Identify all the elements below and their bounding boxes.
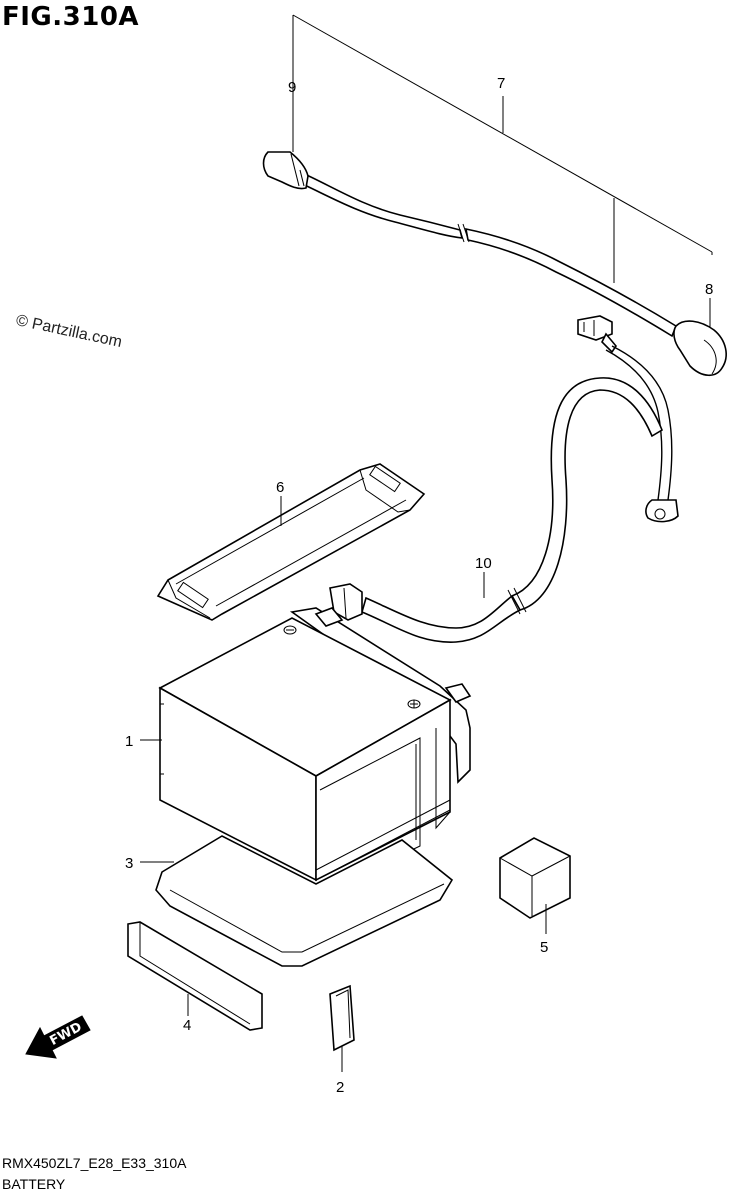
- callout-10: 10: [475, 555, 492, 572]
- cushion-5[interactable]: [499, 837, 571, 919]
- spacer-4[interactable]: [127, 921, 263, 1031]
- callout-3: 3: [125, 855, 133, 872]
- callout-1: 1: [125, 733, 133, 750]
- callout-leaders: [140, 496, 547, 1072]
- callout-2: 2: [336, 1079, 344, 1096]
- cable-10[interactable]: [329, 315, 679, 643]
- figure-title: FIG.310A: [2, 2, 140, 32]
- callout-5: 5: [540, 939, 548, 956]
- diagram-code: RMX450ZL7_E28_E33_310A: [2, 1155, 187, 1171]
- terminal-boot-8[interactable]: [673, 320, 727, 377]
- battery-1[interactable]: [158, 607, 472, 895]
- terminal-boot-9[interactable]: [262, 151, 309, 190]
- battery-pad-3[interactable]: [155, 835, 454, 967]
- diagram-name: BATTERY: [2, 1176, 66, 1192]
- callout-7-bracket: [292, 14, 713, 330]
- battery-strap-6[interactable]: [156, 463, 426, 621]
- label-2[interactable]: [329, 984, 355, 1052]
- callout-4: 4: [183, 1017, 191, 1034]
- callout-8: 8: [705, 281, 713, 298]
- callout-6: 6: [276, 479, 284, 496]
- callout-9: 9: [288, 79, 296, 96]
- callout-7: 7: [497, 75, 505, 92]
- fwd-arrow-icon: FWD: [25, 1015, 91, 1059]
- battery-cable-7[interactable]: [297, 170, 677, 338]
